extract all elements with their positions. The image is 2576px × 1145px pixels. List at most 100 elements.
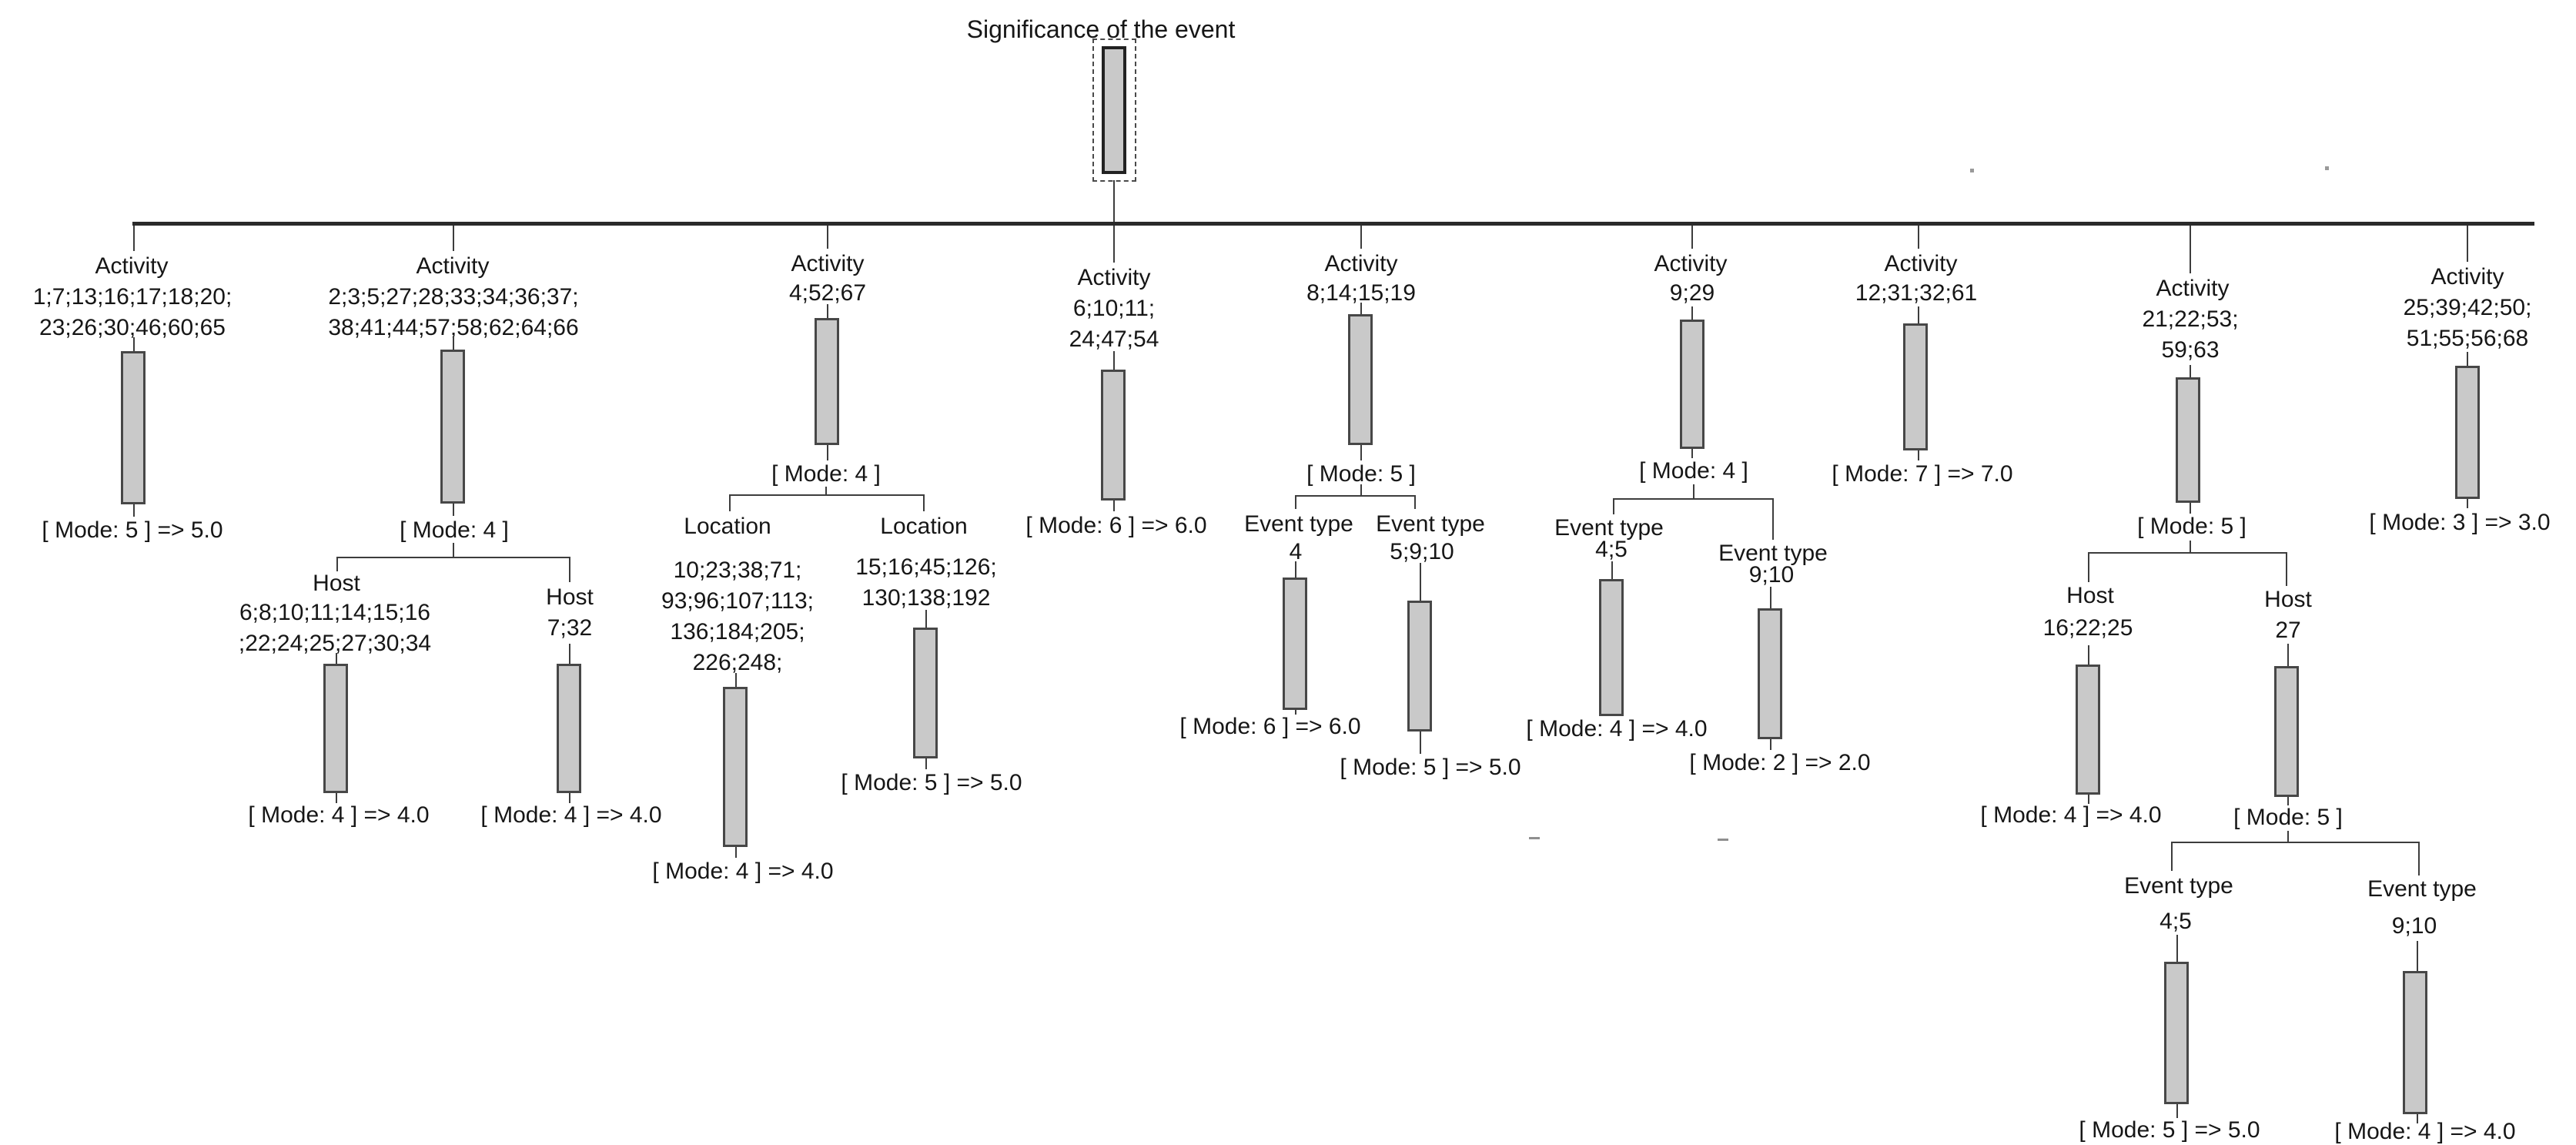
host-16-22-25-attribute-label: Host bbox=[2066, 583, 2114, 608]
location-right-attribute-label: Location bbox=[880, 514, 968, 539]
host-a2-left-attribute-label: Host bbox=[313, 571, 360, 596]
connector-line bbox=[336, 653, 337, 664]
connector-line bbox=[1691, 306, 1693, 320]
activity-9-attribute-label: Activity bbox=[2430, 264, 2504, 290]
connector-line bbox=[2467, 352, 2468, 366]
connector-line bbox=[133, 504, 135, 517]
stray-dash bbox=[1529, 837, 1540, 839]
connector-line bbox=[1414, 495, 1416, 509]
connector-line bbox=[2287, 797, 2289, 805]
connector-line bbox=[1360, 226, 1362, 249]
connector-line bbox=[2467, 226, 2468, 262]
host-16-22-25-values: 16;22;25 bbox=[2042, 615, 2133, 641]
eventtype-4-significance-bar[interactable] bbox=[1283, 578, 1307, 710]
connector-line bbox=[133, 337, 135, 351]
connector-line bbox=[729, 494, 731, 511]
eventtype-4-attribute-label: Event type bbox=[1244, 511, 1353, 537]
connector-line bbox=[1295, 710, 1296, 715]
eventtype-4-values: 4 bbox=[1289, 539, 1303, 564]
activity-4-significance-bar[interactable] bbox=[1101, 370, 1126, 501]
connector-line bbox=[1770, 587, 1771, 608]
eventtype-9-10-significance-bar[interactable] bbox=[1758, 608, 1782, 739]
activity-7-values: 12;31;32;61 bbox=[1855, 280, 1978, 306]
activity-5-significance-bar[interactable] bbox=[1348, 314, 1373, 445]
host-a2-right-attribute-label: Host bbox=[546, 584, 594, 610]
main-branch-line bbox=[132, 222, 2534, 226]
connector-line bbox=[1918, 450, 1919, 460]
connector-line bbox=[1693, 484, 1694, 498]
location-left-significance-bar[interactable] bbox=[723, 687, 748, 847]
activity-9-values: 25;39;42;50; 51;55;56;68 bbox=[2403, 295, 2532, 351]
connector-line bbox=[2417, 1114, 2418, 1123]
connector-line bbox=[2190, 503, 2191, 514]
activity-9-significance-bar[interactable] bbox=[2455, 366, 2480, 499]
host-27-significance-bar[interactable] bbox=[2274, 666, 2299, 797]
activity-8-significance-bar[interactable] bbox=[2176, 377, 2200, 503]
connector-line bbox=[133, 226, 135, 251]
connector-line bbox=[1295, 495, 1415, 497]
activity-3-values: 4;52;67 bbox=[788, 280, 867, 306]
eventtype-4-5-deep-significance-bar[interactable] bbox=[2164, 962, 2189, 1104]
connector-line bbox=[2418, 842, 2420, 875]
eventtype-4-5-deep-values: 4;5 bbox=[2159, 909, 2192, 934]
connector-line bbox=[2190, 365, 2191, 377]
connector-line bbox=[1295, 561, 1296, 578]
connector-line bbox=[1360, 484, 1362, 495]
activity-8-values: 21;22;53; 59;63 bbox=[2142, 306, 2239, 363]
eventtype-4-mode-label: [ Mode: 6 ] => 6.0 bbox=[1179, 714, 1361, 739]
connector-line bbox=[1613, 498, 1614, 514]
host-27-values: 27 bbox=[2275, 618, 2301, 643]
activity-6-attribute-label: Activity bbox=[1654, 251, 1728, 276]
location-left-mode-label: [ Mode: 4 ] => 4.0 bbox=[652, 859, 834, 884]
eventtype-4-5-significance-bar[interactable] bbox=[1599, 579, 1624, 716]
eventtype-5-9-10-significance-bar[interactable] bbox=[1407, 601, 1432, 732]
activity-7-significance-bar[interactable] bbox=[1903, 323, 1928, 450]
connector-line bbox=[2088, 552, 2089, 582]
host-a2-right-mode-label: [ Mode: 4 ] => 4.0 bbox=[480, 802, 662, 828]
activity-6-significance-bar[interactable] bbox=[1680, 320, 1705, 449]
activity-4-values: 6;10;11; 24;47;54 bbox=[1069, 296, 1159, 352]
connector-line bbox=[2287, 644, 2289, 666]
eventtype-5-9-10-values: 5;9;10 bbox=[1390, 539, 1454, 564]
connector-line bbox=[1918, 306, 1919, 323]
host-a2-right-significance-bar[interactable] bbox=[557, 664, 581, 793]
root-title: Significance of the event bbox=[966, 15, 1236, 43]
root-significance-bar[interactable] bbox=[1102, 46, 1126, 174]
activity-8-attribute-label: Activity bbox=[2156, 276, 2230, 301]
host-a2-left-significance-bar[interactable] bbox=[323, 664, 348, 793]
connector-line bbox=[2190, 541, 2191, 552]
connector-line bbox=[1772, 498, 1774, 540]
connector-line bbox=[2467, 499, 2468, 508]
connector-line bbox=[1770, 739, 1771, 750]
location-right-significance-bar[interactable] bbox=[913, 628, 938, 758]
connector-line bbox=[569, 793, 570, 803]
activity-1-significance-bar[interactable] bbox=[121, 351, 146, 504]
host-a2-left-values: 6;8;10;11;14;15;16 ;22;24;25;27;30;34 bbox=[238, 600, 432, 656]
connector-line bbox=[2287, 831, 2289, 842]
location-right-mode-label: [ Mode: 5 ] => 5.0 bbox=[841, 770, 1022, 795]
host-27-mode-label: [ Mode: 5 ] bbox=[2233, 805, 2343, 830]
activity-7-attribute-label: Activity bbox=[1884, 251, 1958, 276]
connector-line bbox=[336, 793, 337, 803]
eventtype-9-10-values: 9;10 bbox=[1748, 562, 1795, 588]
connector-line bbox=[2190, 226, 2191, 273]
eventtype-9-10-deep-values: 9;10 bbox=[2391, 913, 2437, 939]
host-16-22-25-significance-bar[interactable] bbox=[2076, 665, 2100, 795]
connector-line bbox=[2176, 1104, 2178, 1118]
eventtype-9-10-deep-attribute-label: Event type bbox=[2367, 876, 2477, 902]
eventtype-9-10-deep-significance-bar[interactable] bbox=[2403, 971, 2427, 1114]
host-16-22-25-mode-label: [ Mode: 4 ] => 4.0 bbox=[1980, 802, 2162, 828]
activity-6-values: 9;29 bbox=[1669, 280, 1715, 306]
activity-3-significance-bar[interactable] bbox=[815, 318, 839, 445]
connector-line bbox=[1295, 495, 1296, 509]
stray-dash bbox=[1718, 839, 1728, 841]
eventtype-5-9-10-mode-label: [ Mode: 5 ] => 5.0 bbox=[1340, 755, 1521, 780]
activity-5-attribute-label: Activity bbox=[1324, 251, 1398, 276]
location-left-attribute-label: Location bbox=[684, 514, 771, 539]
activity-4-attribute-label: Activity bbox=[1077, 265, 1151, 290]
connector-line bbox=[1360, 445, 1362, 460]
location-right-values: 15;16;45;126; 130;138;192 bbox=[855, 554, 997, 611]
connector-line bbox=[2088, 645, 2089, 665]
activity-2-significance-bar[interactable] bbox=[440, 350, 465, 504]
location-left-values: 10;23;38;71; 93;96;107;113; 136;184;205;… bbox=[661, 557, 814, 675]
